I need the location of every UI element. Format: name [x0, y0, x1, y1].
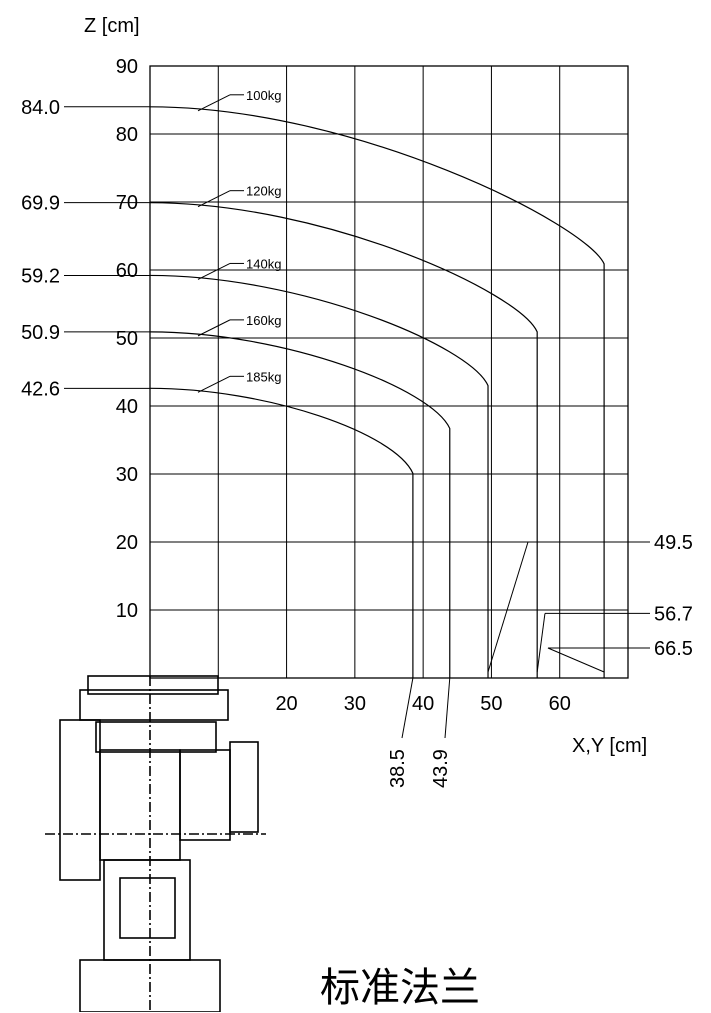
reach-leader: [401, 677, 414, 739]
reach-label: 66.5: [654, 638, 693, 660]
x-tick-label: 60: [549, 693, 571, 715]
zmax-label: 50.9: [21, 322, 60, 344]
reach-label: 49.5: [654, 532, 693, 554]
curve-label: 140kg: [246, 256, 281, 271]
curve-label-leader: [197, 94, 231, 112]
y-tick-label: 80: [116, 124, 138, 146]
curve-label-leader: [197, 319, 231, 337]
zmax-label: 84.0: [21, 97, 60, 119]
x-tick-label: 50: [480, 693, 502, 715]
y-tick-label: 90: [116, 56, 138, 78]
zmax-label: 59.2: [21, 265, 60, 287]
curve-label: 160kg: [246, 313, 281, 328]
curve-label: 120kg: [246, 184, 281, 199]
reach-label: 43.9: [430, 749, 452, 788]
zmax-label: 69.9: [21, 193, 60, 215]
y-tick-label: 30: [116, 464, 138, 486]
load-curve-2: [149, 274, 489, 678]
load-curve-4: [149, 387, 414, 678]
zmax-label: 42.6: [21, 378, 60, 400]
y-axis-title: Z [cm]: [84, 15, 140, 37]
reach-leader: [536, 613, 546, 673]
reach-leader: [487, 541, 529, 673]
x-tick-label: 30: [344, 693, 366, 715]
y-tick-label: 10: [116, 600, 138, 622]
curve-label: 185kg: [246, 369, 281, 384]
plot-frame: [149, 65, 629, 679]
x-axis-title: X,Y [cm]: [572, 735, 647, 757]
annotations: 100kg 120kg 140kg 160kg 185kg 84.0 69.9 59.2 50.…: [21, 88, 693, 788]
load-curve-1: [149, 202, 538, 678]
y-tick-label: 40: [116, 396, 138, 418]
load-curves: [149, 106, 605, 678]
curve-label: 100kg: [246, 88, 281, 103]
x-tick-label: 20: [275, 693, 297, 715]
y-tick-label: 50: [116, 328, 138, 350]
caption: 标准法兰: [320, 965, 480, 1011]
reach-label: 56.7: [654, 603, 693, 625]
y-tick-label: 20: [116, 532, 138, 554]
x-tick-label: 40: [412, 693, 434, 715]
load-curve-3: [149, 331, 451, 678]
reach-leader: [547, 647, 605, 673]
load-curve-0: [149, 106, 605, 678]
curve-label-leader: [197, 262, 231, 280]
robot-drawing: [45, 675, 266, 1012]
reach-leader: [444, 677, 451, 739]
curve-label-leader: [197, 375, 231, 393]
curve-label-leader: [197, 190, 231, 208]
y-tick-label: 60: [116, 260, 138, 282]
reach-label: 38.5: [387, 749, 409, 788]
